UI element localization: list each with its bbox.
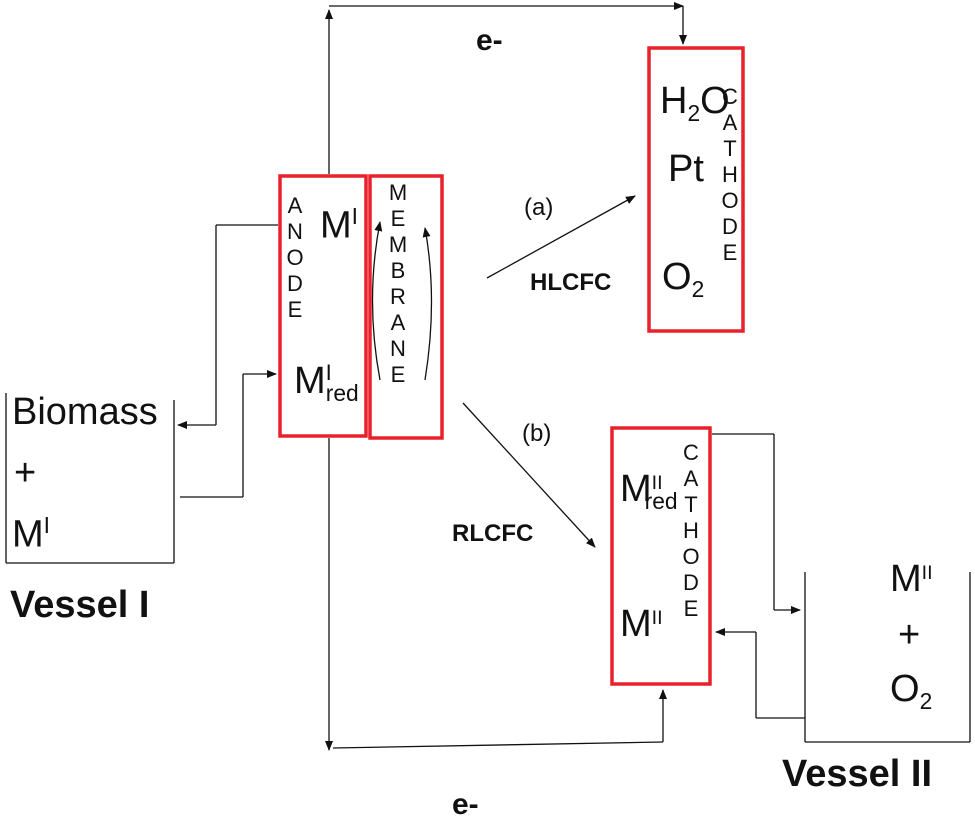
vessel1-biomass: Biomass: [12, 391, 158, 433]
cathode-a-water-h: H: [660, 80, 688, 122]
vessel1-metal: MI: [12, 514, 50, 554]
vessel2-plus: +: [898, 614, 921, 656]
vessel2-oxygen: O2: [890, 670, 932, 713]
anode-metal-reduced-base: M: [294, 360, 326, 403]
membrane-arc-right: [422, 227, 433, 381]
anode-label: ANODE: [286, 193, 304, 322]
cathode-b-label: CATHODE: [682, 440, 700, 621]
cathode-b-metal-reduced: MIIred: [620, 470, 678, 513]
cathode-a-water-sub: 2: [687, 99, 701, 126]
cathode-b-metal-base: M: [620, 603, 652, 645]
cathode-a-oxygen: O2: [662, 258, 704, 301]
cathode-a-platinum: Pt: [668, 148, 704, 190]
cathode-a-water-o: O: [700, 80, 730, 122]
cathode-a-box: [647, 46, 745, 333]
path-b-name: RLCFC: [452, 520, 534, 547]
electron-bottom-label: e-: [452, 788, 479, 821]
cathode-a-label: CATHODE: [721, 84, 739, 265]
cathode-b-metal-reduced-sup: II: [651, 472, 663, 495]
vessel1-metal-base: M: [12, 513, 44, 556]
vessel2-metal-sup: II: [921, 562, 933, 585]
vessel2-oxygen-base: O: [890, 668, 920, 710]
vessel2-metal-base: M: [890, 558, 922, 600]
cathode-a-oxygen-sub: 2: [691, 275, 705, 302]
cathode-b-metal-reduced-base: M: [620, 468, 652, 510]
membrane-box: [368, 174, 444, 440]
vessel2-caption: Vessel II: [782, 753, 933, 795]
arrow-b: [462, 402, 596, 548]
vessel1-caption: Vessel I: [10, 584, 150, 626]
anode-metal-top-base: M: [320, 204, 352, 247]
cathode-b-metal-reduced-sub: red: [644, 487, 678, 514]
cathode-b-box: [610, 426, 712, 686]
vessel2-metal: MII: [890, 560, 933, 598]
anode-metal-reduced: MIred: [294, 360, 359, 407]
membrane-arc-left: [371, 221, 383, 381]
path-a-name: HLCFC: [530, 269, 612, 296]
anode-metal-reduced-sub: red: [325, 380, 359, 407]
wire-bottom-horizontal: [332, 741, 664, 749]
vessel1-metal-sup: I: [43, 512, 50, 538]
cathode-a-oxygen-base: O: [662, 256, 692, 298]
path-b-label: (b): [522, 420, 552, 447]
electron-top-label: e-: [476, 24, 503, 57]
vessel2-oxygen-sub: 2: [919, 687, 933, 714]
anode-metal-top-sup: I: [351, 203, 358, 229]
cathode-a-water: H2O: [660, 82, 730, 125]
cathode-b-metal-sup: II: [651, 607, 663, 630]
membrane-label: MEMBRANE: [388, 180, 408, 387]
arrow-a: [486, 195, 636, 279]
anode-metal-top: MI: [320, 205, 358, 245]
cathode-b-metal: MII: [620, 605, 663, 643]
path-a-label: (a): [524, 194, 554, 221]
anode-metal-reduced-sup: I: [325, 360, 332, 385]
vessel1-plus: +: [14, 452, 37, 494]
anode-box: [278, 174, 368, 438]
